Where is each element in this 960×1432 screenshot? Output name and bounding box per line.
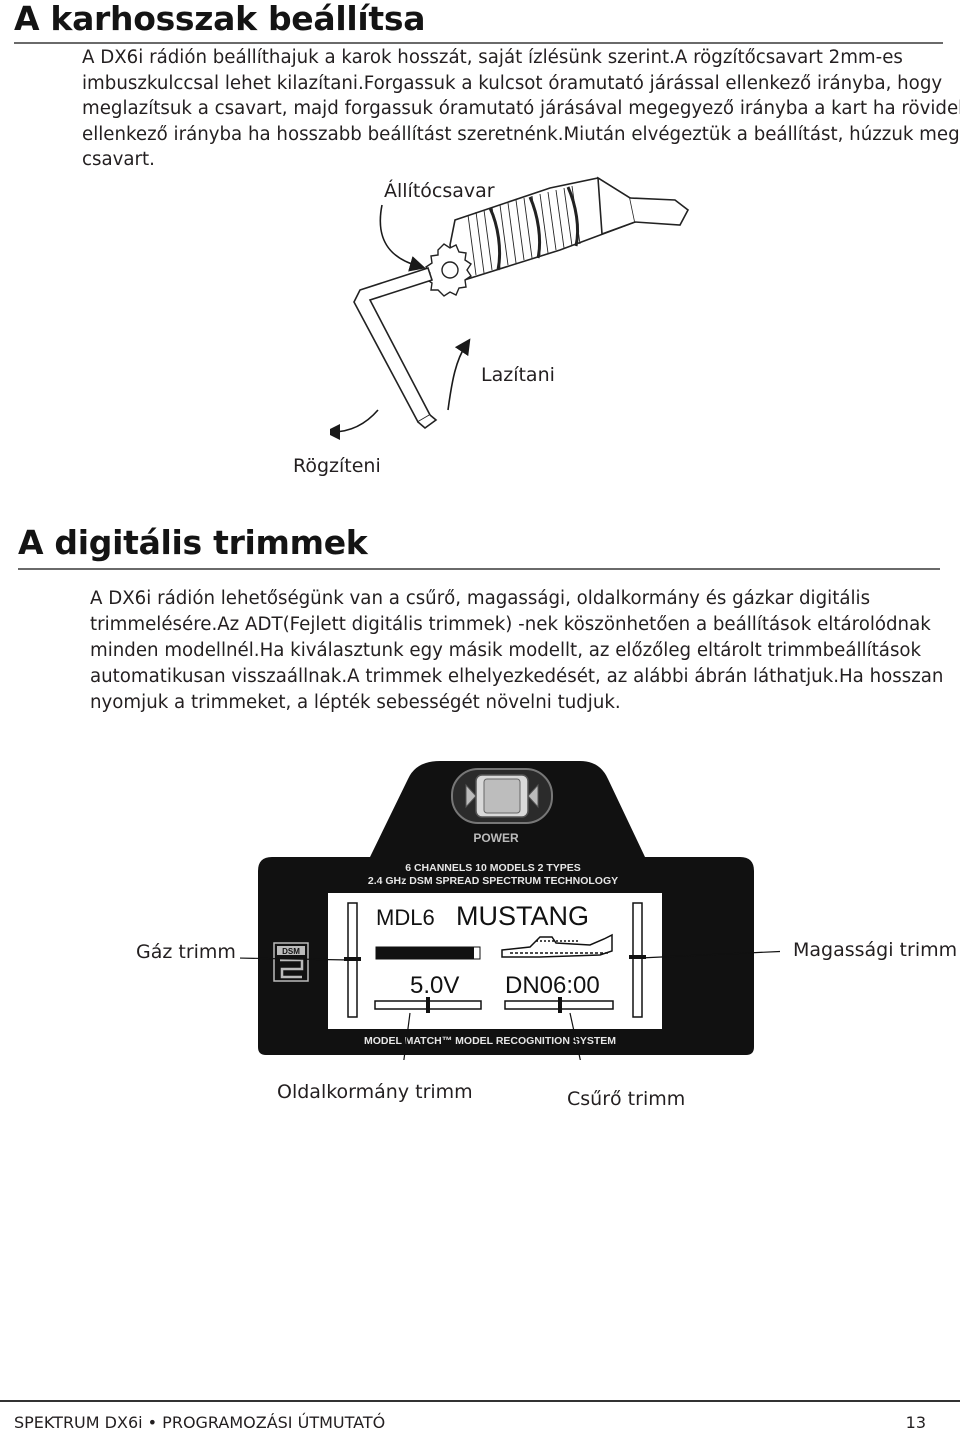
power-label: POWER [473, 831, 519, 845]
rudder-trim-bar[interactable] [374, 997, 482, 1013]
page-number: 13 [905, 1413, 926, 1432]
elevator-trim-callout: Magassági trimm [793, 939, 958, 961]
footer-divider [0, 1400, 960, 1402]
paragraph-line: ellenkező irányba ha hosszabb beállítást… [82, 123, 960, 145]
paragraph-line: csavart. [82, 149, 155, 170]
screw-callout-arrow [379, 204, 426, 272]
section-title-digital-trims: A digitális trimmek [18, 523, 368, 562]
footer-title: SPEKTRUM DX6i • PROGRAMOZÁSI ÚTMUTATÓ [14, 1413, 386, 1432]
spec-line-1: 6 CHANNELS 10 MODELS 2 TYPES [405, 862, 581, 874]
elevator-trim-bar[interactable] [629, 902, 646, 1018]
stick-body [449, 176, 690, 284]
paragraph-line: A DX6i rádión beállíthajuk a karok hossz… [82, 47, 903, 68]
paragraph-line: meglazítsuk a csavart, majd forgassuk ór… [82, 98, 960, 119]
rudder-trim-callout: Oldalkormány trimm [277, 1081, 473, 1103]
screen-model-name: MUSTANG [456, 901, 589, 931]
digital-trims-paragraph: A DX6i rádión lehetőségünk van a csűrő, … [90, 586, 943, 716]
battery-bar [375, 946, 481, 960]
paragraph-line: A DX6i rádión lehetőségünk van a csűrő, … [90, 588, 871, 609]
screw-label: Állítócsavar [384, 180, 495, 202]
loosen-label: Lazítani [481, 364, 555, 386]
stick-adjustment-illustration [330, 176, 690, 440]
airplane-icon [501, 933, 613, 958]
loosen-arrow [447, 338, 471, 411]
section-divider [14, 42, 943, 44]
hex-key [353, 266, 438, 430]
callout-lines [240, 950, 780, 1060]
power-switch[interactable] [451, 768, 553, 824]
throttle-trim-callout: Gáz trimm [136, 941, 236, 963]
section-title-stick-length: A karhosszak beállítsa [14, 0, 426, 38]
tighten-label: Rögzíteni [293, 455, 381, 477]
paragraph-line: imbuszkulccsal lehet kilazítani.Forgassu… [82, 72, 943, 94]
stick-length-paragraph: A DX6i rádión beállíthajuk a karok hossz… [82, 45, 960, 173]
paragraph-line: trimmelésére.Az ADT(Fejlett digitális tr… [90, 614, 931, 635]
dsm-logo: DSM [273, 942, 309, 982]
aileron-trim-bar[interactable] [504, 997, 614, 1013]
paragraph-line: automatikusan visszaállnak.A trimmek elh… [90, 666, 944, 687]
model-match-text: MODEL MATCH™ MODEL RECOGNITION SYSTEM [364, 1035, 616, 1047]
paragraph-line: nyomjuk a trimmeket, a lépték sebességét… [90, 692, 621, 713]
radio-panel-diagram: POWER 6 CHANNELS 10 MODELS 2 TYPES 2.4 G… [240, 761, 780, 1060]
tighten-arrow [330, 409, 379, 440]
screen-timer: DN06:00 [505, 972, 600, 999]
svg-text:DSM: DSM [282, 947, 300, 956]
screen-model-number: MDL6 [376, 905, 435, 930]
section-divider [18, 568, 940, 570]
screen-voltage: 5.0V [410, 972, 459, 999]
paragraph-line: minden modellnél.Ha kiválasztunk egy más… [90, 640, 922, 661]
spec-line-2: 2.4 GHz DSM SPREAD SPECTRUM TECHNOLOGY [368, 875, 618, 887]
aileron-trim-callout: Csűrő trimm [567, 1088, 686, 1110]
